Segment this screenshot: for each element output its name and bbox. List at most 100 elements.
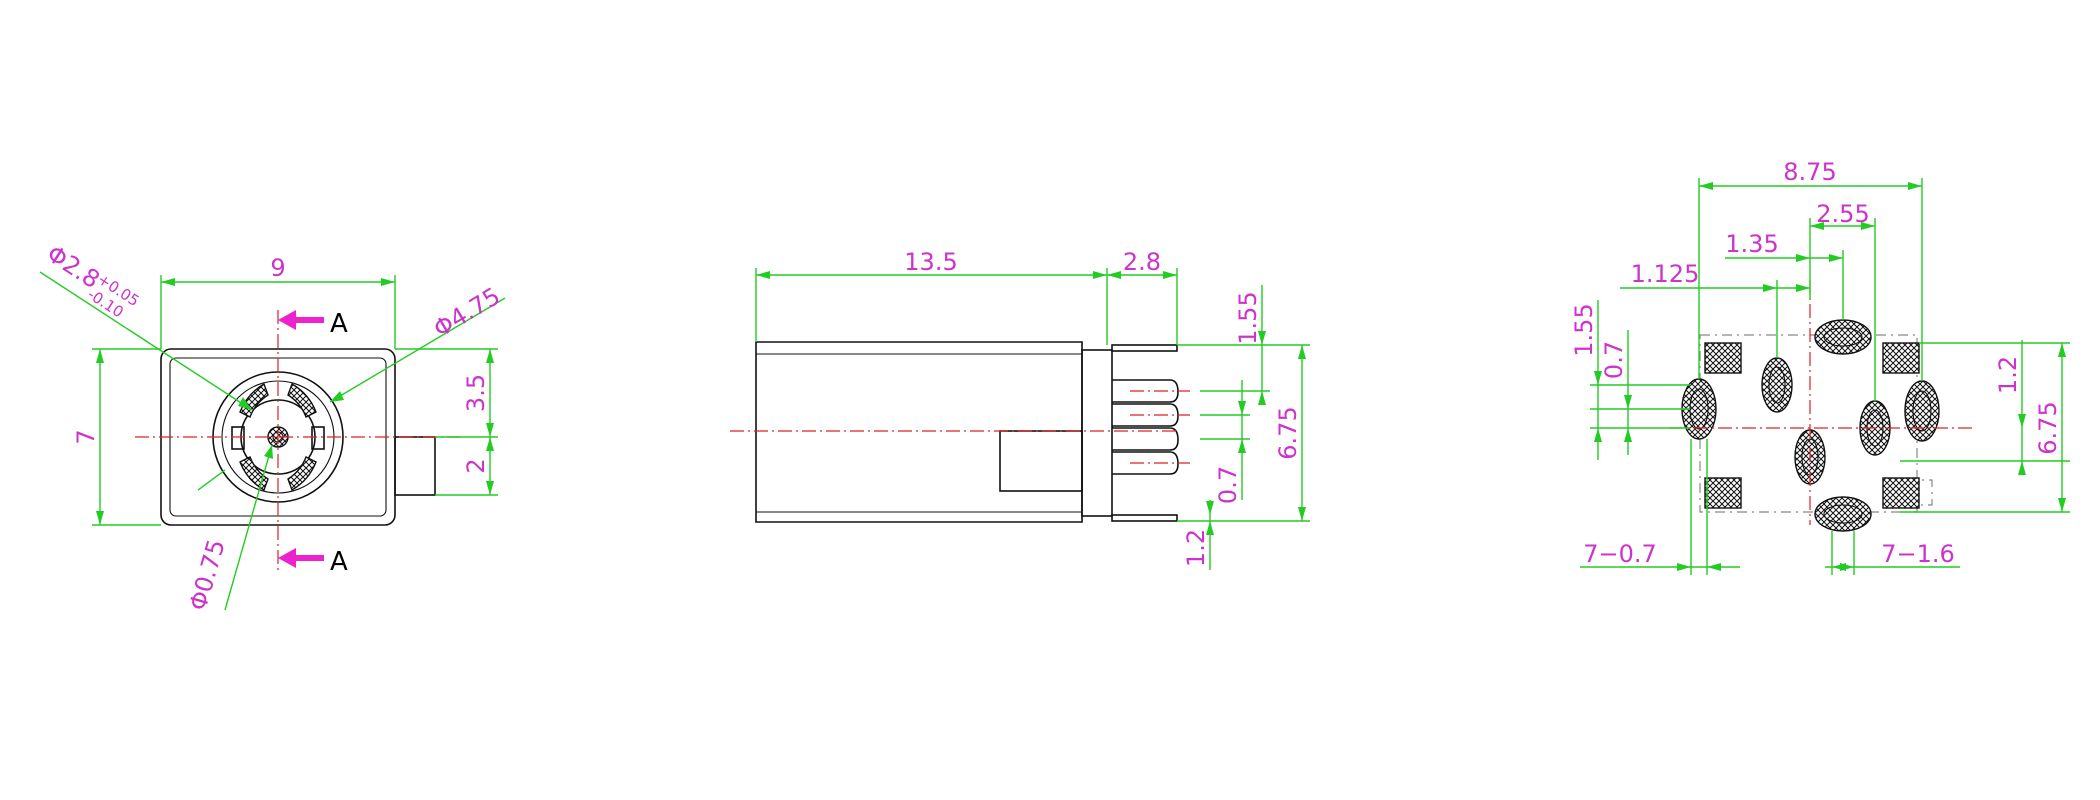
dim-fp-vb: 0.7 [1600, 341, 1628, 379]
side-pin-4 [1112, 451, 1179, 475]
side-pin-3 [1112, 427, 1179, 451]
dim-tab-upper: 3.5 [462, 374, 490, 412]
dim-arrow [1093, 271, 1107, 279]
side-view: 13.5 2.8 6.75 1.55 0.7 1.2 [730, 248, 1310, 570]
dim-arrow [1707, 563, 1721, 571]
dim-front-height: 7 [72, 429, 100, 444]
front-view: 9 7 3.5 2 Φ2.8 +0.05 -0.10 Φ4.75 [39, 240, 506, 614]
dim-arrow [330, 391, 344, 402]
dim-center-pin: Φ0.75 [184, 536, 231, 613]
pad-square-3 [1704, 477, 1742, 509]
dim-front-width: 9 [270, 254, 285, 282]
front-side-tab [394, 436, 436, 496]
leader-aux [197, 469, 226, 491]
contact-hatch-3 [287, 456, 317, 492]
dim-arrow [1298, 345, 1306, 359]
dim-fp-a: 2.55 [1816, 200, 1869, 228]
dim-arrow [1594, 371, 1602, 385]
dim-arrow [486, 481, 494, 495]
dim-arrow [1796, 254, 1810, 262]
dim-body-length: 13.5 [904, 248, 957, 276]
slot-pad-4 [1904, 380, 1940, 442]
side-pin-1 [1112, 379, 1179, 403]
dim-tab-lower: 2 [462, 458, 490, 473]
slot-hole-7 [1823, 504, 1863, 524]
dim-pin-gap: 0.7 [1214, 466, 1242, 504]
dim-arrow [161, 278, 175, 286]
dim-arrow [238, 397, 252, 410]
slot-pad-3 [1814, 319, 1872, 355]
dim-arrow [1677, 563, 1691, 571]
dim-arrow [1107, 271, 1121, 279]
dim-arrow [96, 511, 104, 525]
dim-arrow [1163, 271, 1177, 279]
dim-arrow [1238, 401, 1246, 415]
dim-fp-width: 8.75 [1783, 158, 1836, 186]
dim-arrow [1298, 507, 1306, 521]
label-pin-hole-group: Φ2.8 +0.05 -0.10 [42, 240, 143, 322]
dim-arrow [2018, 414, 2026, 428]
dim-fp-height: 6.75 [2034, 401, 2062, 454]
dim-arrow [486, 437, 494, 451]
dim-arrow [2018, 461, 2026, 475]
slot-pad-7 [1814, 496, 1872, 532]
dim-side-height: 6.75 [1274, 406, 1302, 459]
dim-arrow [1796, 284, 1810, 292]
dim-arrow [1238, 439, 1246, 453]
dim-arrow [2058, 498, 2066, 512]
dim-fp-right: 1.2 [1994, 356, 2022, 394]
side-pin-2 [1112, 403, 1179, 427]
section-mark-bottom: A [330, 547, 348, 577]
slot-hole-3 [1823, 327, 1863, 347]
slot-hole-2 [1768, 366, 1786, 404]
dim-arrow [1206, 521, 1214, 535]
leader-pin-hole [39, 271, 253, 411]
dim-arrow [1861, 222, 1875, 230]
section-mark-top: A [330, 309, 348, 339]
dim-outer-ring: Φ4.75 [429, 282, 505, 343]
dim-arrow [1840, 563, 1854, 571]
slot-pad-2 [1761, 357, 1793, 413]
dim-arrow [1699, 182, 1713, 190]
side-pin-block [1081, 349, 1113, 517]
dim-arrow [264, 445, 273, 459]
side-step [999, 430, 1083, 492]
dim-arrow [1810, 222, 1824, 230]
pad-square-1 [1704, 342, 1742, 374]
side-tab-bottom [1111, 514, 1178, 522]
dim-slot-length: 7−1.6 [1881, 540, 1955, 568]
dim-arrow [1908, 182, 1922, 190]
dim-arrow [1594, 428, 1602, 442]
section-arrow-bottom [278, 548, 324, 568]
contact-hatch-2 [287, 382, 317, 418]
dim-arrow [2058, 343, 2066, 357]
dim-arrow [96, 349, 104, 363]
dim-arrow [486, 423, 494, 437]
dim-fp-c: 1.125 [1631, 260, 1700, 288]
footprint-view: 8.75 2.55 1.35 1.125 1.55 0.7 [1570, 158, 2070, 575]
dim-arrow [1258, 331, 1266, 345]
dim-arrow [1829, 254, 1843, 262]
pad-square-4 [1882, 477, 1920, 509]
dim-pin-length: 2.8 [1123, 248, 1161, 276]
dim-arrow [1206, 501, 1214, 515]
dim-top-offset: 1.55 [1234, 291, 1262, 344]
section-arrow-top [278, 310, 324, 330]
dim-arrow [1763, 284, 1777, 292]
dim-fp-va: 1.55 [1570, 303, 1598, 356]
latch-left [231, 426, 245, 450]
dim-bottom-offset: 1.2 [1182, 529, 1210, 567]
dim-fp-b: 1.35 [1725, 230, 1778, 258]
dim-slot-width: 7−0.7 [1583, 540, 1657, 568]
dim-arrow [486, 349, 494, 363]
pad-square-2 [1882, 342, 1920, 374]
leader-outer-ring [329, 297, 506, 403]
dim-arrow [381, 278, 395, 286]
side-body-outline [755, 341, 1083, 523]
dim-arrow [756, 271, 770, 279]
latch-right [311, 426, 325, 450]
dim-arrow [1258, 391, 1266, 405]
dim-arrow [1624, 395, 1632, 409]
slot-hole-4 [1912, 390, 1932, 432]
